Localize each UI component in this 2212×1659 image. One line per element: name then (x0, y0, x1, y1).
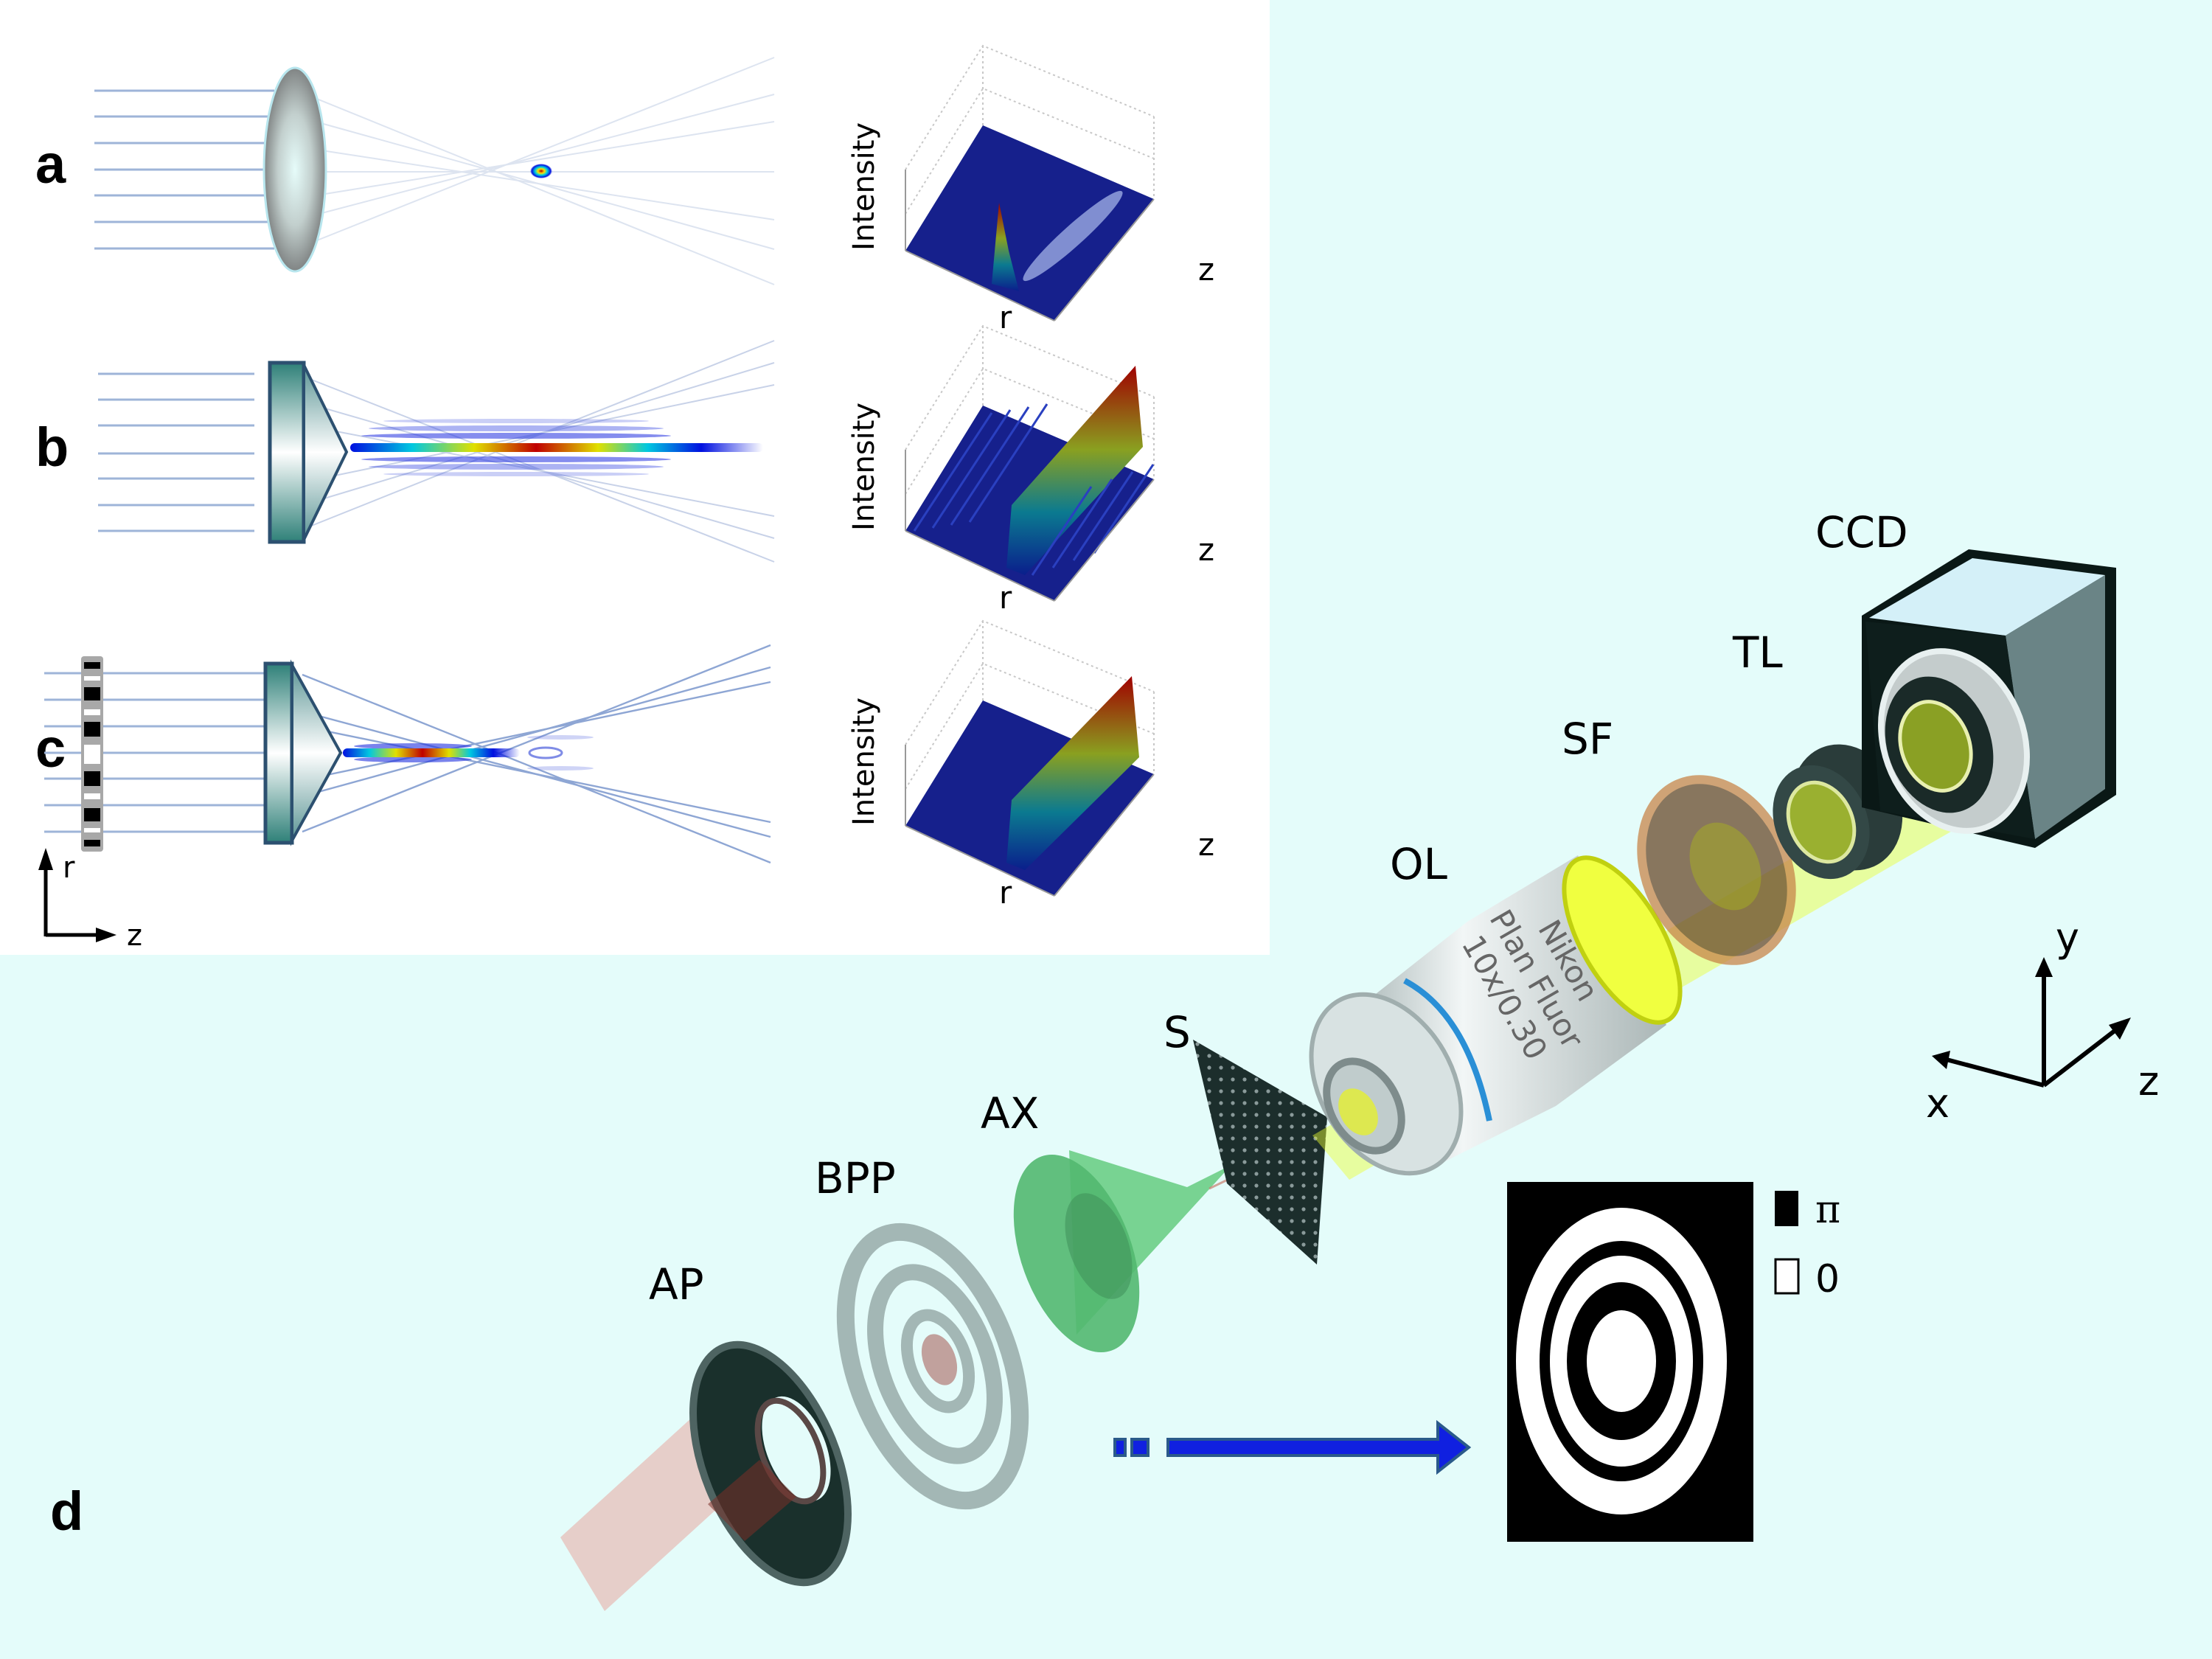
intensity-ridge (1006, 676, 1139, 870)
panel-c-ray-diagram: c (35, 644, 771, 953)
plot-zlabel: z (1198, 532, 1214, 568)
focal-spot (530, 164, 552, 178)
plot-xlabel: r (999, 874, 1012, 911)
label-SF: SF (1562, 714, 1613, 764)
panel-label-b: b (35, 417, 69, 478)
plot-ylabel: Intensity (847, 698, 881, 826)
panel-label-d: d (50, 1481, 83, 1542)
side-lobe (968, 403, 1048, 523)
incident-rays (98, 372, 254, 532)
legend-label-pi: π (1815, 1188, 1840, 1232)
intensity-plot-c: Intensity r z (847, 619, 1214, 911)
intensity-peak (992, 203, 1019, 291)
plot-xlabel: r (999, 580, 1012, 616)
axicon-rays (302, 340, 775, 563)
panel-label-a: a (35, 133, 66, 195)
intensity-glow (1023, 190, 1123, 282)
objective-lens-OL: Nikon Plan Fluor 10x/0.30 (1309, 855, 1683, 1176)
phase-legend: π 0 (1774, 1188, 1840, 1301)
axis-label-z: z (127, 919, 142, 953)
label-AX: AX (981, 1088, 1039, 1138)
side-lobe (1051, 479, 1113, 568)
intensity-plot-b: Intensity r z (847, 324, 1214, 616)
binary-phase-pattern (1507, 1182, 1753, 1542)
axis-label-x: x (1926, 1080, 1950, 1127)
plot-grid (905, 44, 1155, 215)
rz-axes (38, 848, 116, 942)
tube-lens-TL (1773, 744, 1903, 880)
axicon-AX (1013, 1150, 1231, 1353)
axicon-base (268, 361, 306, 544)
side-lobe (1031, 486, 1093, 576)
plot-axes (905, 450, 1155, 602)
label-CCD: CCD (1815, 507, 1908, 557)
side-lobe (1093, 464, 1155, 554)
label-AP: AP (649, 1259, 704, 1310)
legend-swatch-pi (1775, 1191, 1798, 1226)
axicon-cone (291, 659, 343, 846)
plot-xlabel: r (999, 299, 1012, 335)
incident-rays (94, 89, 274, 250)
side-lobe (931, 409, 1012, 529)
axicon-rays (302, 644, 771, 864)
plot-axes (905, 745, 1155, 897)
side-lobe (950, 406, 1030, 526)
axis-label-r: r (63, 851, 75, 885)
axis-label-y: y (2056, 914, 2079, 961)
convex-lens (262, 66, 327, 273)
panel-b-ray-diagram: b (35, 340, 775, 563)
label-OL: OL (1390, 839, 1447, 889)
label-BPP: BPP (815, 1153, 896, 1203)
binary-phase-plate-profile (81, 656, 103, 852)
side-lobe (1072, 471, 1134, 561)
plot-ylabel: Intensity (847, 403, 881, 531)
plot-ylabel: Intensity (847, 122, 881, 251)
incident-rays (44, 672, 265, 833)
plot-zlabel: z (1198, 251, 1214, 288)
intensity-surface-floor (905, 125, 1154, 321)
shortened-focal-line (343, 735, 594, 771)
axicon-base (263, 661, 294, 845)
axicon-cone (302, 364, 349, 540)
projection-arrow (1113, 1419, 1472, 1475)
axis-label-z3d: z (2138, 1058, 2159, 1105)
sample-S (1193, 1040, 1327, 1265)
label-TL: TL (1732, 627, 1783, 678)
spectral-filter-SF (1637, 775, 1796, 965)
intensity-ridge (1006, 366, 1143, 575)
plot-axes (905, 170, 1155, 321)
panel-a-ray-diagram: a (35, 57, 775, 285)
xyz-axes (1932, 957, 2131, 1088)
component-labels: AP BPP AX S OL SF TL CCD (649, 507, 1908, 1310)
ccd-camera (1862, 549, 2116, 848)
side-lobe (913, 412, 993, 532)
label-S: S (1164, 1007, 1191, 1057)
binary-phase-plate-BPP (836, 1222, 1029, 1510)
panel-label-c: c (35, 717, 66, 779)
legend-label-zero: 0 (1815, 1257, 1840, 1301)
plot-zlabel: z (1198, 827, 1214, 863)
intensity-plot-a: Intensity r z (847, 44, 1214, 335)
plot-grid (905, 619, 1155, 790)
legend-swatch-zero (1774, 1258, 1800, 1295)
bessel-focal-line (350, 419, 763, 476)
